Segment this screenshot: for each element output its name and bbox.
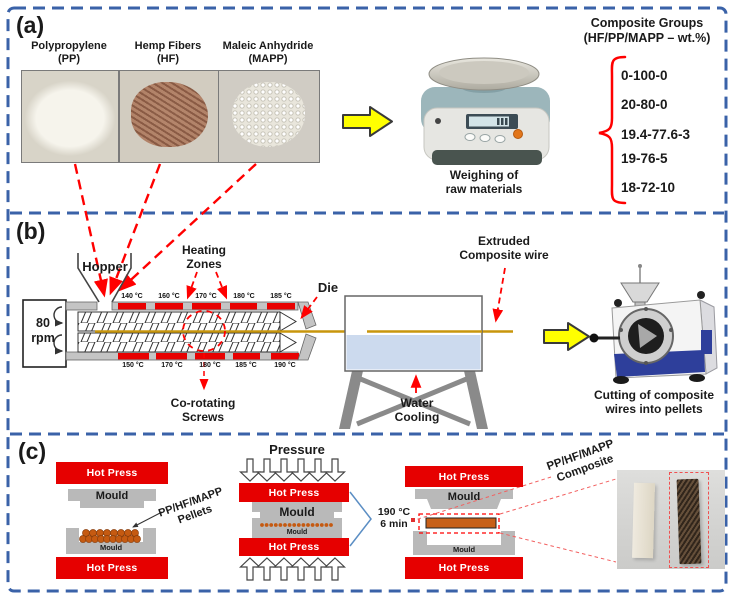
composite-groups-title: Composite Groups (HF/PP/MAPP – wt.%)	[583, 16, 711, 45]
groups-brace-icon	[598, 55, 627, 205]
hot-press-3-bottom: Hot Press	[405, 557, 523, 579]
hopper-shape	[77, 253, 132, 303]
mould-label-2b: Mould	[286, 529, 308, 536]
composite-callout-lines	[411, 476, 617, 563]
bottom-temp-2: 170 °C	[161, 362, 183, 369]
heating-zone-arrow-right	[215, 271, 228, 300]
bottom-temp-1: 150 °C	[122, 362, 144, 369]
bottom-temp-4: 185 °C	[235, 362, 257, 369]
extruder-motor	[22, 299, 67, 368]
heating-zones-label: Heating Zones	[181, 243, 226, 272]
composite-group-value: 19-76-5	[621, 151, 668, 166]
composite-bar	[418, 513, 500, 534]
pressure-label: Pressure	[269, 442, 325, 457]
flow-arrow-icon	[543, 322, 590, 351]
mould-shapes	[66, 489, 515, 555]
water-tank	[339, 295, 488, 429]
top-temp-5: 185 °C	[270, 293, 292, 300]
top-temp-2: 160 °C	[158, 293, 180, 300]
hopper-label: Hopper	[82, 259, 128, 274]
hot-press-1-top: Hot Press	[56, 462, 168, 484]
material-title-mapp: Maleic Anhydride (MAPP)	[222, 40, 314, 65]
bottom-temp-3: 180 °C	[199, 362, 221, 369]
weighing-caption: Weighing of raw materials	[445, 168, 523, 197]
screws-highlight-circle	[182, 310, 226, 391]
composite-group-value: 0-100-0	[621, 68, 668, 83]
upper-mould-1	[68, 489, 156, 508]
composite-group-value: 20-80-0	[621, 97, 668, 112]
pelletizer-illustration	[589, 264, 718, 384]
extruded-wire-label: Extruded Composite wire	[459, 234, 549, 263]
pp-strip	[632, 482, 655, 559]
pp-granules-photo	[21, 70, 119, 163]
extruded-wire-arrow	[492, 267, 506, 323]
lower-mould-1	[66, 528, 156, 554]
composite-strips-photo	[617, 470, 725, 569]
mould-block-2	[252, 502, 342, 538]
hot-press-3-top: Hot Press	[405, 466, 523, 487]
material-flow-arrows-icon	[73, 163, 257, 298]
heater-segments	[118, 303, 299, 360]
die-label: Die	[317, 280, 339, 295]
lower-mould-3	[413, 531, 515, 555]
top-temp-4: 180 °C	[233, 293, 255, 300]
water-cooling-label: Water Cooling	[394, 396, 440, 425]
extruder-barrel	[65, 301, 513, 361]
cutting-caption: Cutting of composite wires into pellets	[594, 388, 714, 417]
hot-press-2-top: Hot Press	[239, 483, 349, 502]
fiber-mass	[130, 81, 209, 148]
pellets-pointer-arrow	[132, 511, 163, 528]
hemp-fibers-photo	[119, 70, 219, 163]
top-temp-3: 170 °C	[195, 293, 217, 300]
panel-b-label: (b)	[16, 218, 46, 244]
top-temp-1: 140 °C	[121, 293, 143, 300]
granule-pile	[232, 81, 305, 147]
panel-a-label: (a)	[16, 12, 45, 38]
composite-group-value: 18-72-10	[621, 180, 676, 195]
flow-arrow-icon	[342, 106, 393, 137]
pellets-group-1	[79, 529, 141, 543]
composite-group-value: 19.4-77.6-3	[621, 127, 691, 142]
mould-label-2: Mould	[279, 505, 315, 519]
mould-label-1b: Mould	[99, 543, 123, 552]
bottom-temp-5: 190 °C	[274, 362, 296, 369]
material-title-hf: Hemp Fibers (HF)	[134, 40, 202, 65]
pellets-line-2	[260, 523, 333, 527]
mould-label-1: Mould	[95, 490, 129, 502]
upper-mould-3	[415, 489, 513, 509]
panel-borders	[6, 6, 728, 593]
heating-zone-arrow-left	[186, 271, 198, 300]
panel-c-label: (c)	[18, 438, 47, 464]
weighing-scale-illustration	[421, 57, 550, 165]
mould-label-3b: Mould	[452, 545, 476, 554]
conditions-bracket-icon	[349, 491, 372, 547]
hot-press-2-bottom: Hot Press	[239, 538, 349, 556]
co-rotating-label: Co-rotating Screws	[170, 396, 236, 425]
motor-rpm-label: 80 rpm	[31, 316, 55, 345]
process-conditions-label: 190 °C 6 min	[377, 506, 411, 531]
material-title-pp: Polypropylene (PP)	[31, 40, 107, 65]
mould-label-3: Mould	[447, 491, 481, 503]
die-arrow	[300, 296, 318, 320]
composite-strip-highlight-box	[669, 472, 709, 568]
callout-arrows	[186, 267, 506, 393]
mapp-granules-photo	[218, 70, 320, 163]
hot-press-1-bottom: Hot Press	[56, 557, 168, 579]
pressure-arrows-icon	[238, 458, 347, 581]
